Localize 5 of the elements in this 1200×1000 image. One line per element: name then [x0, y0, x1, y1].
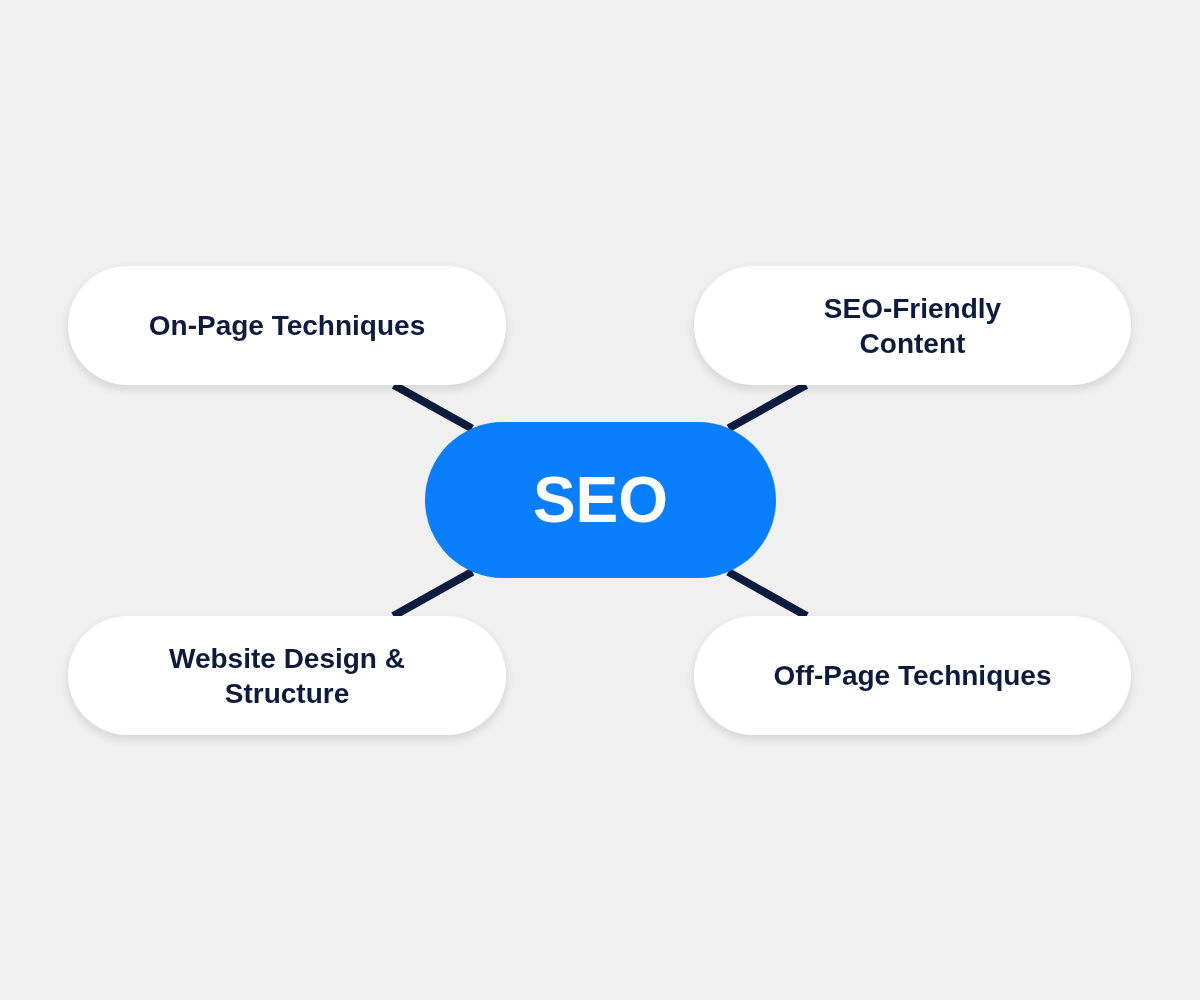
topic-label: SEO-Friendly Content: [822, 291, 1003, 361]
topic-label: SEO: [532, 463, 669, 538]
topic-label: Website Design & Structure: [168, 641, 406, 711]
topic-label: On-Page Techniques: [148, 309, 426, 343]
topic-label: Off-Page Techniques: [773, 659, 1052, 693]
